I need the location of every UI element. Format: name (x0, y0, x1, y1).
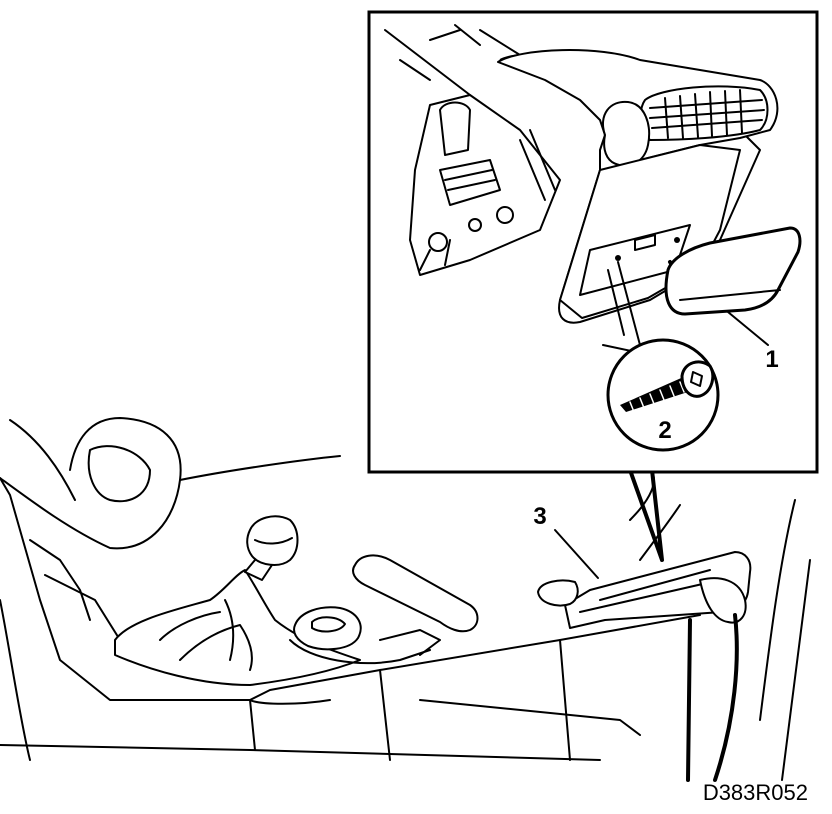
seatbelt-buckle (379, 629, 441, 656)
callout-1: 1 (765, 346, 778, 373)
panel-recess (44, 574, 121, 641)
console-left-panel (0, 477, 701, 701)
callout-3: 3 (533, 503, 546, 530)
leader-1 (727, 311, 769, 346)
screw-part-2 (620, 360, 715, 413)
lower-trim-left (0, 599, 31, 761)
dash-line (179, 455, 341, 481)
leader-2-a (617, 261, 641, 346)
rear-vent-side (699, 577, 747, 624)
trim-cover-part-1 (664, 226, 802, 316)
console-inner-line (419, 699, 641, 736)
leader-line-right (713, 613, 739, 782)
floor-line (0, 744, 601, 761)
screw-hole-right (674, 237, 680, 243)
bracket-clip (439, 101, 471, 156)
post-legs (419, 239, 451, 271)
knob-band (254, 537, 293, 545)
post-2 (468, 218, 482, 232)
seat-bolster-right (629, 469, 811, 781)
console-front-face (249, 639, 571, 761)
cover-edge (679, 289, 781, 301)
figure-code: D383R052 (703, 780, 808, 805)
post-1 (496, 206, 514, 224)
post-3 (428, 232, 448, 252)
steering-hub (87, 445, 151, 503)
leader-3 (554, 529, 599, 579)
slot-detail (444, 169, 496, 191)
detail-inset (367, 10, 819, 474)
plate-tab (634, 234, 656, 251)
handbrake-lever (352, 554, 479, 633)
screw-hole-left (615, 255, 621, 261)
dash-background (384, 24, 521, 96)
leader-line-left (686, 618, 692, 782)
console-cupholder (293, 606, 362, 651)
vent-side-bezel (602, 100, 650, 167)
rear-vent-grille (579, 569, 721, 613)
gear-knob (246, 515, 299, 566)
panel-crease (29, 539, 91, 621)
boot-folds (159, 599, 253, 671)
console-knob (537, 579, 579, 607)
inset-leader (628, 468, 664, 562)
torx-socket (690, 371, 703, 387)
leader-2-b (607, 269, 625, 336)
cupholder-inner (311, 616, 346, 633)
vent-louvres (639, 85, 769, 141)
callout-2: 2 (658, 417, 671, 444)
console-tray-line (289, 639, 431, 665)
center-console-scene (0, 417, 811, 782)
steering-wheel-outline (0, 417, 182, 550)
bracket-rib (519, 129, 556, 201)
